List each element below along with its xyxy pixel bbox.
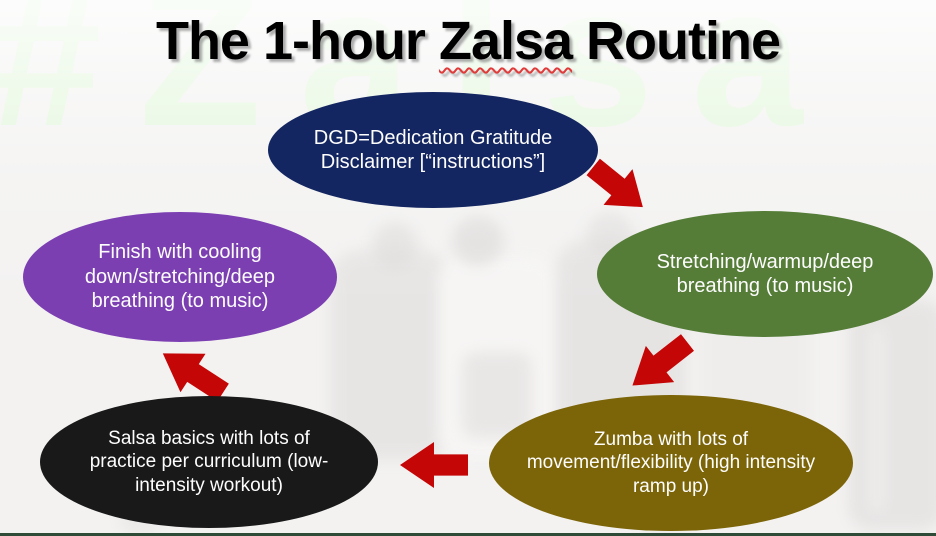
node-zumba-label: Zumba with lots of movement/flexibility … bbox=[526, 429, 816, 497]
title-suffix: Routine bbox=[572, 11, 781, 71]
slide-bottom-border bbox=[0, 533, 936, 536]
node-dgd-label: DGD=Dedication Gratitude Disclaimer [“in… bbox=[313, 126, 553, 173]
node-zumba: Zumba with lots of movement/flexibility … bbox=[489, 395, 853, 531]
node-finish-label: Finish with cooling down/stretching/deep… bbox=[84, 241, 276, 313]
node-salsa-label: Salsa basics with lots of practice per c… bbox=[89, 428, 329, 496]
node-finish: Finish with cooling down/stretching/deep… bbox=[23, 212, 337, 342]
node-salsa: Salsa basics with lots of practice per c… bbox=[40, 396, 378, 528]
title-word-zalsa: Zalsa bbox=[438, 11, 573, 71]
node-stretching: Stretching/warmup/deep breathing (to mus… bbox=[597, 211, 933, 337]
slide-title: The 1-hour Zalsa Routine bbox=[0, 10, 936, 72]
node-dgd: DGD=Dedication Gratitude Disclaimer [“in… bbox=[268, 92, 598, 208]
title-prefix: The 1-hour bbox=[155, 11, 439, 71]
node-stretching-label: Stretching/warmup/deep breathing (to mus… bbox=[656, 250, 874, 297]
